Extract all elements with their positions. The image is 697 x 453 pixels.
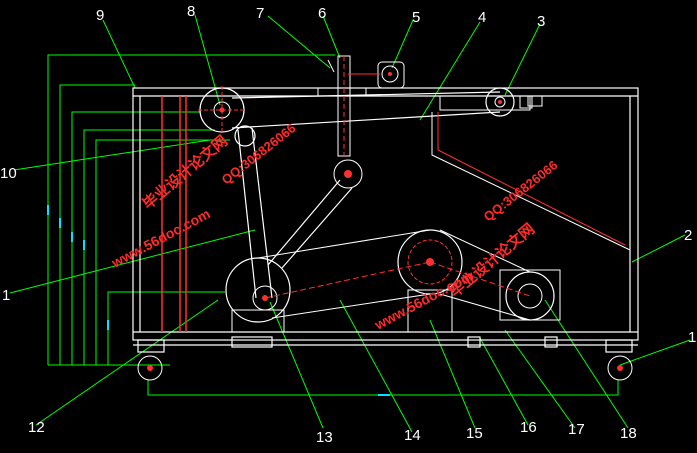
label-9: 9 bbox=[96, 7, 104, 24]
watermark-site-left: www.56doc.com bbox=[108, 205, 213, 271]
label-18: 18 bbox=[620, 425, 637, 442]
leader-lines bbox=[9, 14, 691, 433]
label-1: 1 bbox=[2, 287, 10, 304]
watermark-left: www.56doc.com bbox=[108, 205, 213, 271]
label-17: 17 bbox=[568, 421, 585, 438]
label-15: 15 bbox=[466, 425, 483, 442]
watermark-brand-right: 毕业设计论文网 bbox=[446, 220, 538, 301]
label-1-right: 1 bbox=[688, 329, 696, 346]
hopper bbox=[431, 112, 631, 251]
link-rod bbox=[234, 125, 353, 299]
watermark-qq-right: QQ:306826066 bbox=[481, 157, 561, 224]
pulley-13 bbox=[225, 257, 291, 333]
label-4: 4 bbox=[478, 9, 486, 26]
label-12: 12 bbox=[28, 419, 45, 436]
label-16: 16 bbox=[520, 419, 537, 436]
motor-18 bbox=[499, 269, 561, 321]
center-lines bbox=[264, 261, 531, 299]
part-labels: 9 8 7 6 5 4 3 2 1 10 1 12 13 14 15 16 17… bbox=[0, 3, 696, 446]
slider-rod bbox=[327, 55, 380, 189]
pulley-3 bbox=[485, 87, 533, 117]
label-6: 6 bbox=[318, 5, 326, 22]
feed-belt bbox=[231, 91, 501, 129]
cyan-marks bbox=[47, 205, 390, 396]
label-10: 10 bbox=[0, 165, 17, 182]
watermark-right-qq: QQ:306826066 bbox=[481, 157, 561, 224]
label-14: 14 bbox=[404, 427, 421, 444]
crank-5 bbox=[377, 61, 405, 89]
watermark-right-brand: 毕业设计论文网 bbox=[446, 220, 538, 301]
label-7: 7 bbox=[256, 5, 264, 22]
label-13: 13 bbox=[316, 429, 333, 446]
label-5: 5 bbox=[412, 9, 420, 26]
wheels bbox=[137, 355, 633, 381]
label-8: 8 bbox=[187, 3, 195, 20]
label-2: 2 bbox=[684, 227, 692, 244]
drive-belts bbox=[257, 229, 531, 321]
pulley-8 bbox=[198, 86, 246, 134]
label-3: 3 bbox=[537, 13, 545, 30]
red-frame-members bbox=[161, 96, 187, 332]
